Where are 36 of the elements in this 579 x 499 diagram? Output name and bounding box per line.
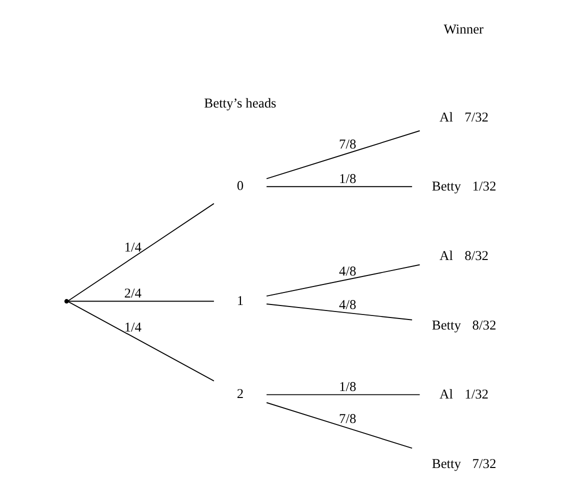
connector (266, 402, 412, 449)
label: Winner (443, 21, 484, 36)
node-text: Betty (431, 317, 461, 332)
node-label: 8/32 (472, 317, 496, 332)
connector (266, 394, 420, 396)
edge-label: 7/8 (338, 136, 356, 152)
connector (266, 304, 412, 320)
node-label: 1/32 (464, 386, 488, 402)
node-text: Betty (431, 456, 461, 472)
connector (68, 300, 214, 302)
node-text: 1 (236, 292, 244, 308)
edge-label: 1/8 (338, 379, 356, 394)
node-label: 7/32 (464, 109, 488, 124)
connector (67, 203, 214, 302)
node-text: Al (439, 386, 453, 402)
label: Betty’s heads (204, 95, 276, 110)
edge-label: 4/8 (338, 263, 356, 278)
edge-label: 4/8 (338, 297, 356, 312)
node-text: 0 (236, 178, 244, 194)
node-label: 1/32 (472, 178, 496, 194)
node-text: Al (439, 109, 453, 124)
node-label: 8/32 (464, 248, 488, 264)
connector (266, 264, 420, 297)
edge-label: 1/4 (124, 319, 141, 334)
edge-label: 7/8 (338, 410, 356, 426)
edge-label: 1/4 (124, 239, 141, 254)
node-text: Al (439, 248, 453, 264)
connector (266, 130, 420, 180)
node-text: 2 (236, 386, 244, 402)
edge-label: 2/4 (124, 286, 141, 301)
node-label: 7/32 (472, 456, 496, 472)
node-point (64, 299, 68, 304)
edge-label: 1/8 (338, 171, 356, 186)
connector (266, 186, 412, 188)
node-text: Betty (431, 178, 461, 194)
connector (67, 301, 214, 382)
